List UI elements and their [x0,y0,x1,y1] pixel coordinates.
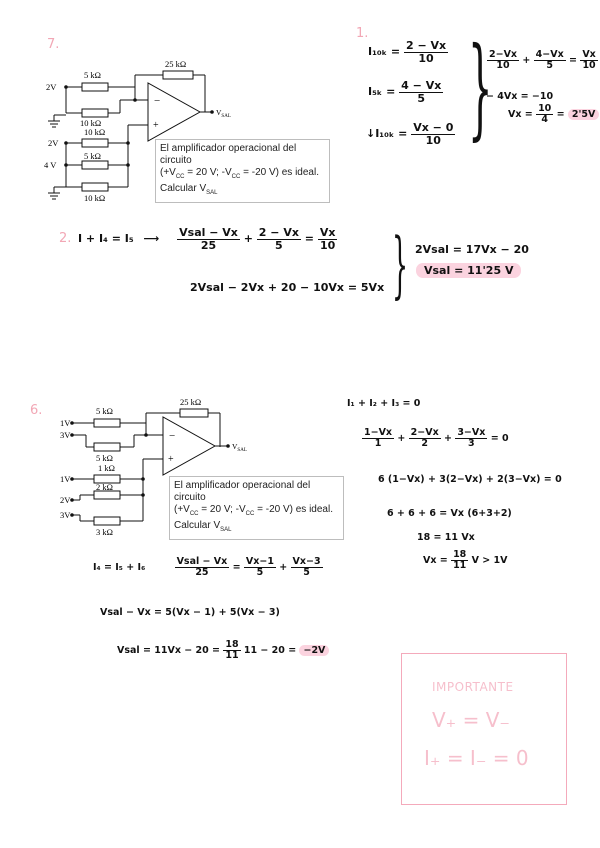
resistor-label-r4: 5 kΩ [84,151,101,161]
resistor-label-r5: 10 kΩ [84,193,105,203]
resistor-label-r2: 5 kΩ [96,453,113,463]
equation-expanded-p6: Vsal − Vx = 5(Vx − 1) + 5(Vx − 3) [100,607,280,618]
problem-number-7: 7. [47,37,60,52]
equation-expanded-p7: 2Vsal − 2Vx + 20 − 10Vx = 5Vx [190,281,385,294]
resistor-label-r1: 5 kΩ [84,70,101,80]
voltage-label-in3: 1V [60,474,71,484]
equation-kcl-grouped: 6 + 6 + 6 = Vx (6+3+2) [387,508,512,519]
equation-kcl-expanded: 6 (1−Vx) + 3(2−Vx) + 2(3−Vx) = 0 [378,474,562,485]
resistor-label-r2: 10 kΩ [80,118,101,128]
solution-number-2: 2. [59,231,72,246]
circuit-diagram-p7: 25 kΩ 5 kΩ 10 kΩ 10 kΩ 5 kΩ 10 kΩ 2V 2V … [44,59,231,203]
opamp-minus-sign: − [154,95,160,107]
equation-kcl-simplified: 18 = 11 Vx [417,532,475,543]
resistor-label-r4: 2 kΩ [96,482,113,492]
opamp-plus-sign: + [168,454,174,465]
resistor-label-r1: 5 kΩ [96,406,113,416]
opamp-minus-sign: − [169,430,175,442]
resistor-label-25k: 25 kΩ [180,397,201,407]
equation-step-a: − 4Vx = −10 [486,91,554,102]
important-voltage-rule: V₊ = V₋ [432,708,510,732]
resistor-label-r3: 1 kΩ [98,463,115,473]
voltage-label-in5: 3V [60,510,71,520]
important-current-rule: I₊ = I₋ = 0 [424,746,529,770]
result-highlight-vsal-p7: Vsal = 11'25 V [416,263,522,278]
equation-result-line1: 2Vsal = 17Vx − 20 [415,243,529,256]
voltage-label-in1: 1V [60,418,71,428]
circuit-diagram-p6: 25 kΩ 5 kΩ 5 kΩ 1 kΩ 2 kΩ 3 kΩ 1V 3V 1V … [60,397,247,537]
result-highlight-vx: 2'5V [567,108,600,120]
resistor-label-25k: 25 kΩ [165,59,186,69]
brace-right-1: } [468,23,493,151]
problem-number-6: 6. [30,403,43,418]
important-title: IMPORTANTE [432,680,514,694]
brace-right-2: } [392,222,409,306]
problem-statement-p7: El amplificador operacional del circuito… [155,139,330,203]
equation-result-line2: Vsal = 11'25 V [416,263,522,278]
voltage-label-in3: 4 V [44,160,57,170]
problem-statement-p6: El amplificador operacional del circuito… [169,476,344,540]
voltage-label-in4: 2V [60,495,71,505]
voltage-label-in1: 2V [46,82,57,92]
voltage-label-in2: 3V [60,430,71,440]
important-note-box [401,653,567,805]
resistor-label-r3: 10 kΩ [84,127,105,137]
output-label: VSAL [216,108,231,119]
equation-kcl-sum: I₁ + I₂ + I₃ = 0 [347,398,421,409]
solution-number-1: 1. [356,26,369,41]
resistor-label-r5: 3 kΩ [96,527,113,537]
result-highlight-vsal-p6: −2V [299,644,330,656]
voltage-label-in2: 2V [48,138,59,148]
output-label: VSAL [232,442,247,453]
opamp-plus-sign: + [153,120,159,131]
